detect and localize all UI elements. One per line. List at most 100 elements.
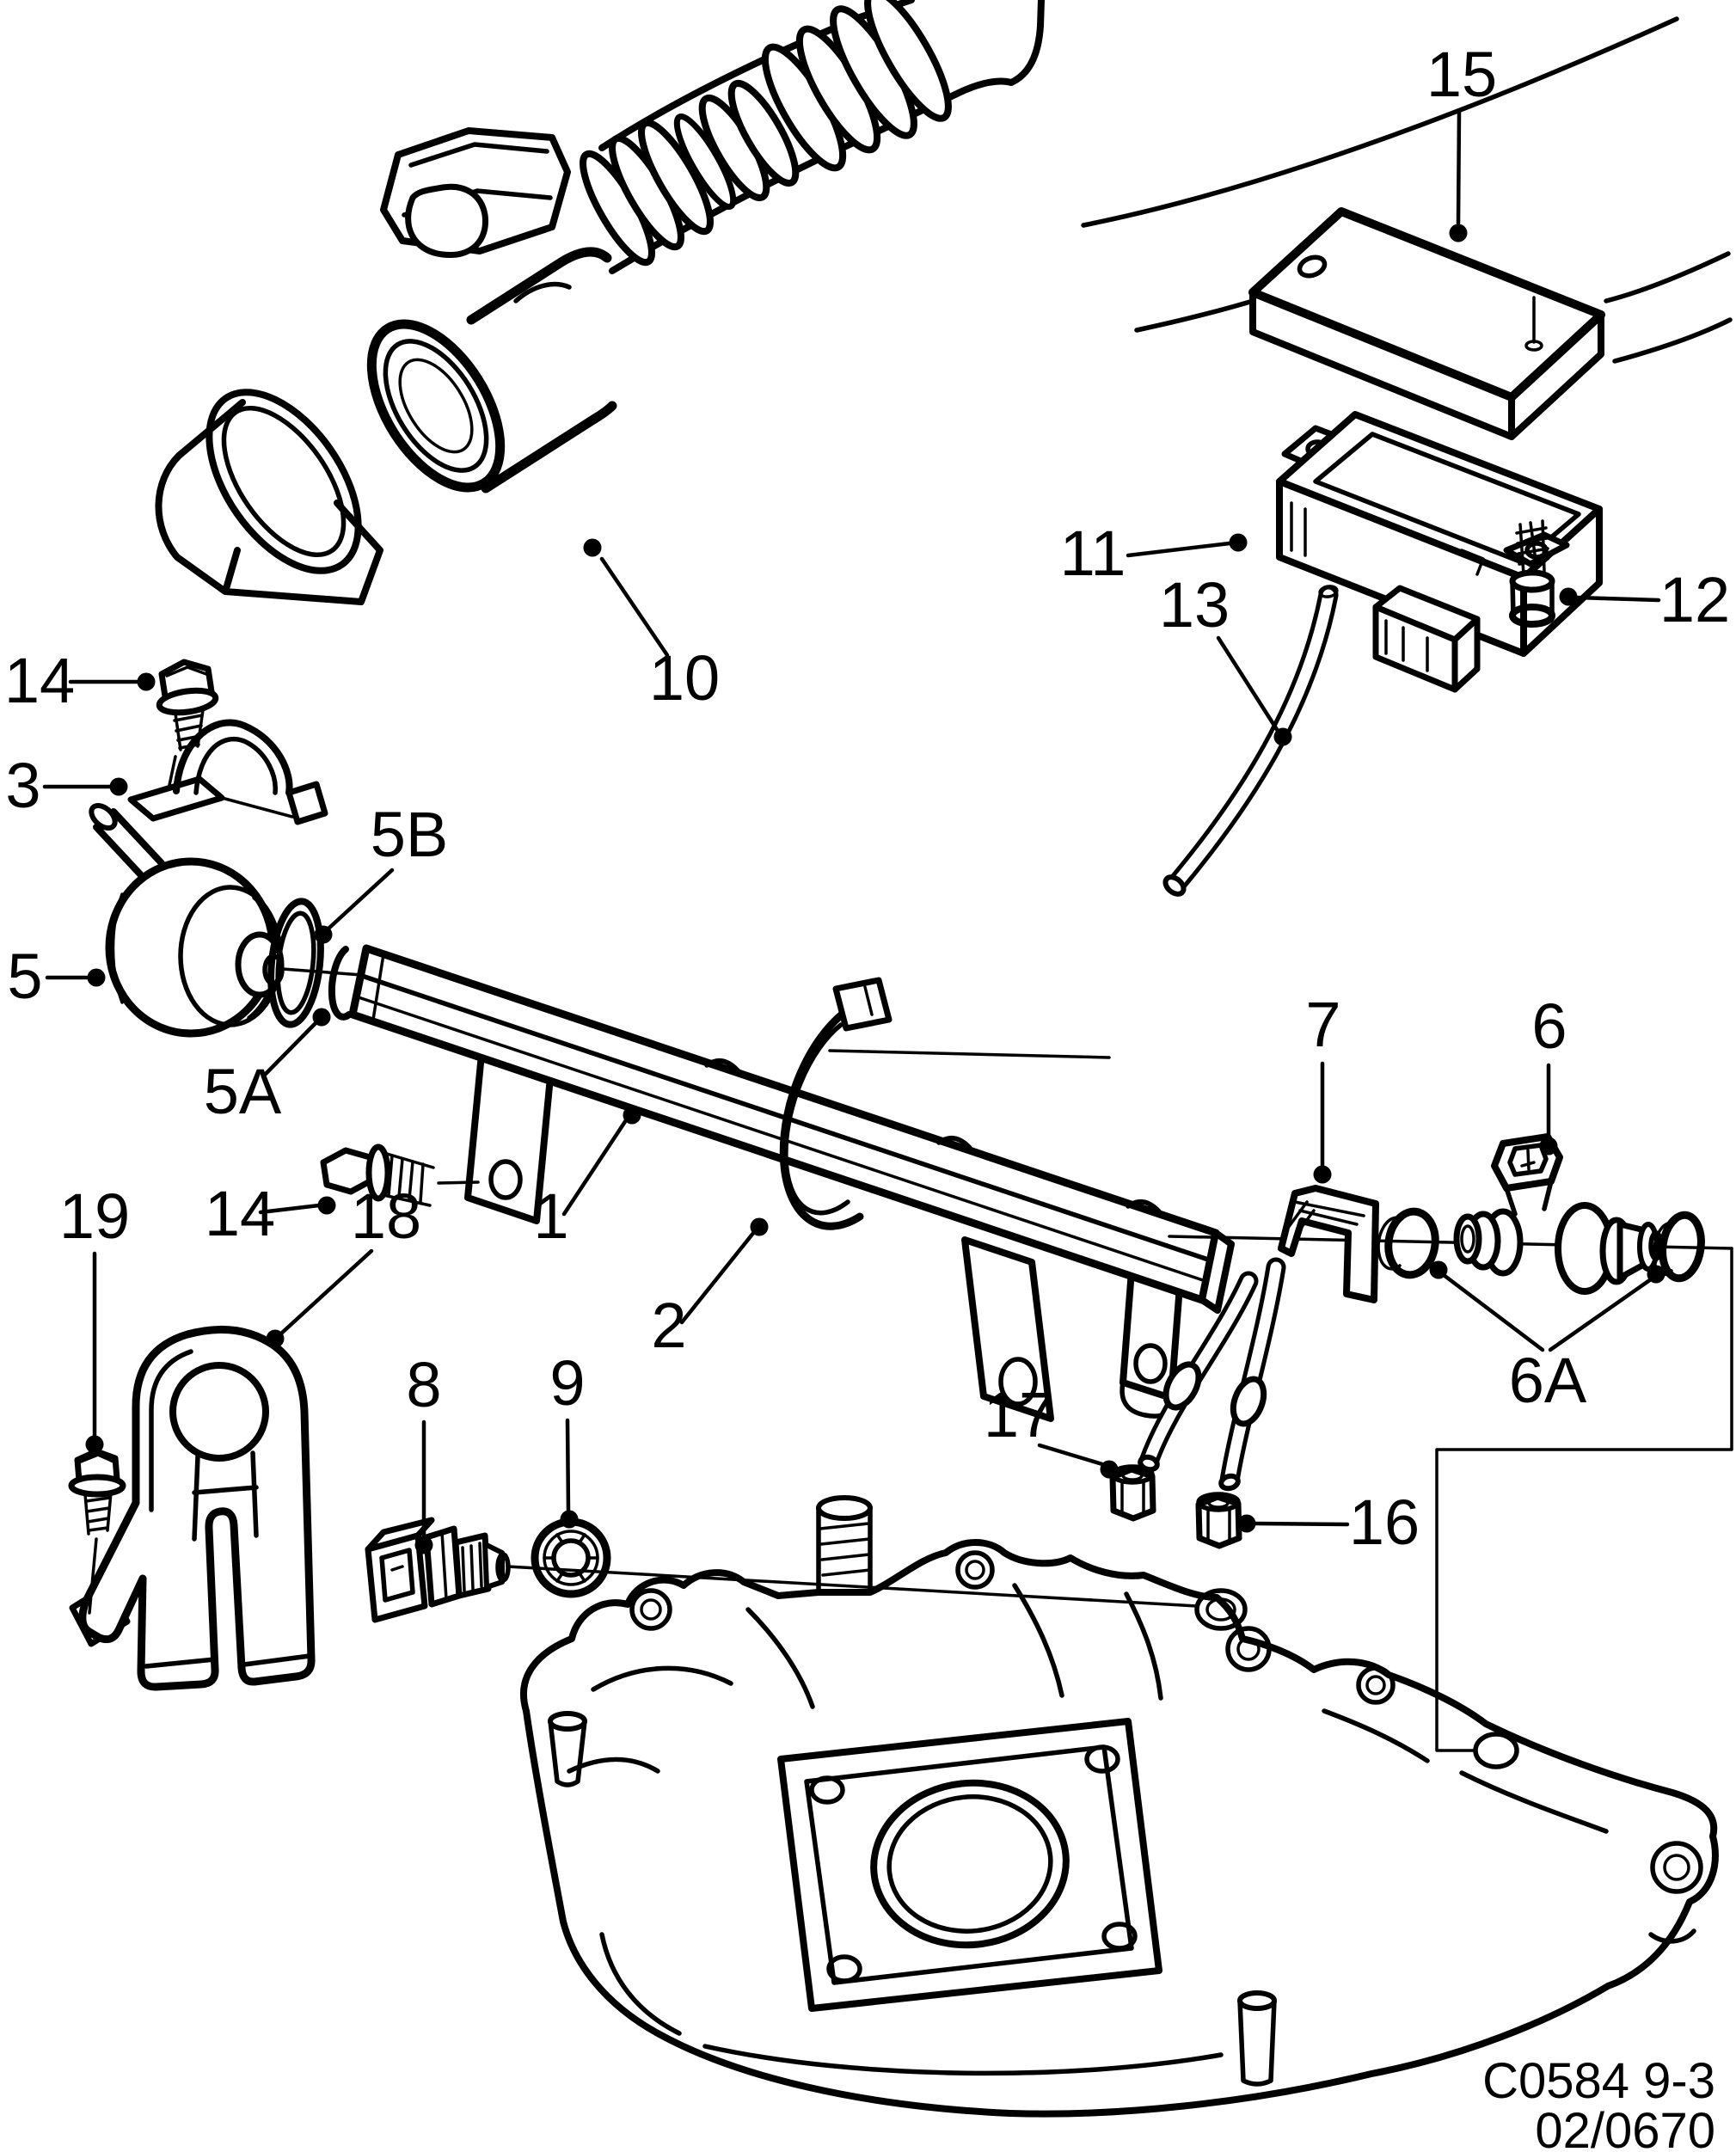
union-nut-16 [1195, 1492, 1242, 1549]
drawing-code: C0584 9-3 [1482, 2053, 1715, 2109]
flange-bolt-hole [826, 1954, 862, 1983]
clip-detail [1286, 1200, 1365, 1238]
callout-label: 7 [1305, 989, 1340, 1060]
callout-label: 14 [205, 1178, 275, 1249]
sensor-port [1194, 1588, 1248, 1631]
stub-side [1237, 1998, 1277, 2087]
connector-slots [1384, 619, 1429, 672]
clamp-hook [285, 781, 328, 825]
regulator-o-ring [267, 898, 324, 1028]
retaining-ring [779, 977, 893, 1230]
leader-dot [85, 1435, 104, 1454]
injector-o-ring-left [1377, 1207, 1439, 1279]
cover-top [1248, 207, 1605, 402]
maf-hump [513, 281, 572, 303]
module-screw [1509, 519, 1555, 628]
leader-dot [1273, 727, 1292, 746]
screw-threads [84, 1496, 112, 1532]
bellows-ring [727, 79, 800, 187]
inlet-disc-1 [1453, 1213, 1482, 1265]
flange-pad [777, 1718, 1162, 2012]
leader-line [1216, 635, 1280, 733]
port-outer [1194, 1588, 1248, 1631]
o-ring [1659, 1211, 1705, 1283]
module-notch [1460, 549, 1485, 576]
leader-dot [314, 925, 333, 944]
vacuum-stub-left [548, 1711, 587, 1787]
callout-label: 3 [5, 750, 40, 821]
leader-dot [1429, 1260, 1448, 1279]
duct-rim-outer [205, 389, 362, 574]
leader-dot [1237, 1514, 1256, 1533]
leader-line [565, 1418, 571, 1514]
leader-dot [137, 672, 156, 691]
leader-line [599, 556, 670, 658]
callout-3: 3 [5, 750, 128, 821]
callout-label: 5B [371, 799, 449, 870]
leader-dot [623, 1106, 641, 1125]
leader-line [679, 1229, 757, 1325]
footer: C0584 9-3 02/0670 [1482, 2053, 1715, 2152]
leader-line [261, 1020, 319, 1079]
ear-hole-inner [640, 1598, 662, 1621]
callout-5B: 5B [314, 799, 449, 944]
screw-pilot-line [88, 1537, 98, 1615]
callout-label: 1 [533, 1180, 568, 1252]
callout-5A: 5A [204, 1008, 331, 1127]
callout-14-clamp: 14 [4, 645, 156, 716]
stud-side [816, 1507, 873, 1591]
throttle-bore [870, 1779, 1070, 1949]
body-contour [111, 892, 124, 1004]
tab-hole [488, 1159, 523, 1200]
callout-label: 15 [1426, 39, 1497, 110]
fuel-pipes [1138, 1257, 1286, 1492]
rail-end-cap [1199, 1229, 1235, 1314]
stub-side [548, 1719, 587, 1787]
corrugated-hose [580, 0, 1045, 274]
flange-bolt-hole [1101, 1922, 1138, 1951]
control-module-cover [1248, 207, 1605, 440]
leader-dot [87, 968, 106, 987]
auxiliary-line [828, 1049, 1111, 1059]
callout-10: 10 [583, 538, 720, 714]
union-nut-17 [1109, 1464, 1156, 1522]
manifold-stud [816, 1495, 873, 1591]
filter-clamp [127, 719, 328, 825]
flange-bolt-hole [1084, 1744, 1120, 1774]
nut-body [1195, 1493, 1242, 1549]
nut-bore [1121, 1469, 1144, 1481]
body-curve [1081, 16, 1679, 228]
leader-line [326, 868, 395, 931]
stub-opening [548, 1711, 587, 1732]
stud-threads [819, 1522, 872, 1577]
body-curve [1612, 317, 1733, 364]
callout-label: 19 [59, 1180, 130, 1252]
callout-2: 2 [651, 1217, 769, 1361]
ear-hole [1225, 1626, 1272, 1672]
callout-label: 10 [649, 642, 720, 714]
clip-body [1278, 1185, 1379, 1303]
body-curve [1604, 251, 1731, 303]
leader-dot [560, 1510, 579, 1529]
leader-line [561, 1118, 629, 1217]
pipe-ferrule [1162, 1361, 1202, 1411]
callout-label: 16 [1349, 1487, 1420, 1558]
callout-11: 11 [1060, 518, 1248, 589]
mass-air-flow-sensor [366, 127, 617, 494]
leader-dot [1313, 1165, 1332, 1184]
leader-dot [1229, 533, 1248, 552]
ring-hook [832, 977, 893, 1032]
injector-clip [1278, 1185, 1379, 1303]
clamp-screw [156, 659, 219, 791]
hose-top-end [1318, 585, 1339, 598]
connector-neck [1504, 1179, 1554, 1217]
callout-18: 18 [266, 1180, 421, 1348]
callout-label: 11 [1060, 518, 1126, 589]
nipple-end [89, 802, 118, 831]
maf-body-top-edge [466, 247, 612, 325]
casting-contours [567, 1583, 1696, 2076]
support-bracket [69, 1325, 316, 1691]
leader-dot [266, 1329, 285, 1348]
maf-opening-inner [398, 358, 474, 454]
